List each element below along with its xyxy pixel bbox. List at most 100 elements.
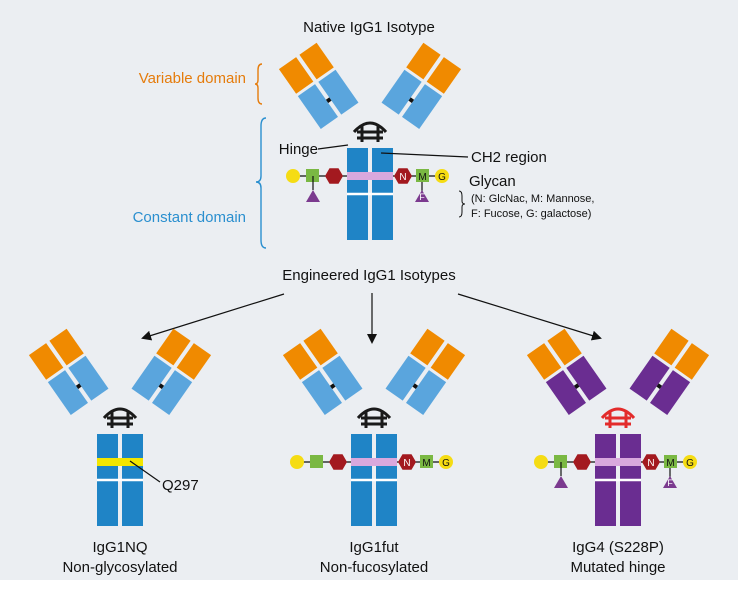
glcnac-left [325, 168, 343, 184]
fucose-right [663, 476, 677, 488]
right-constant-heavy [385, 355, 426, 401]
left-variable-light [547, 328, 582, 366]
glcnac-right [394, 168, 412, 184]
left-constant-heavy [301, 370, 342, 415]
hinge-pointer [317, 144, 349, 150]
right-fab-arm [381, 42, 462, 129]
galactose-right [435, 169, 449, 183]
left-variable-light [303, 328, 338, 366]
q297-mutation-band [97, 458, 143, 466]
right-fab-arm [385, 328, 466, 415]
right-disulfide [408, 97, 415, 103]
left-variable-light [49, 328, 84, 366]
glcnac-right [398, 454, 416, 470]
igg1nq-name: IgG1NQ [92, 539, 147, 556]
galactose-letter: G [686, 458, 694, 469]
galactose-left [286, 169, 300, 183]
left-constant-light [68, 355, 109, 401]
glcnac-letter: N [647, 458, 654, 469]
galactose-letter: G [442, 458, 450, 469]
hinge-arc [352, 121, 388, 134]
hinge-arc [356, 407, 392, 420]
left-variable-heavy [282, 343, 318, 380]
q297-pointer [129, 460, 161, 483]
fucose-left [306, 190, 320, 202]
galactose-right [683, 455, 697, 469]
right-constant-light [406, 370, 447, 415]
left-disulfide [325, 97, 332, 103]
ch2-region-label: CH2 region [471, 149, 547, 166]
mannose-left [306, 169, 319, 182]
fucose-letter: F [419, 192, 425, 202]
right-disulfide [656, 383, 663, 389]
galactose-left [534, 455, 548, 469]
galactose-right [439, 455, 453, 469]
mannose-letter: M [422, 458, 430, 469]
right-variable-light [430, 343, 466, 380]
igg1fut-desc: Non-fucosylated [320, 559, 428, 576]
right-constant-light [152, 370, 193, 415]
right-constant-light [650, 370, 691, 415]
right-constant-heavy [629, 355, 670, 401]
igg1nq-antibody [28, 328, 212, 526]
left-fab-arm [28, 328, 109, 415]
igg4-antibody: N M G F [526, 328, 710, 526]
glycan-chain-left [534, 454, 595, 488]
fc-heavy-chains [351, 434, 397, 526]
mannose-letter: M [666, 458, 674, 469]
glycan-band [351, 458, 397, 466]
right-constant-heavy [381, 69, 422, 115]
glcnac-left [573, 454, 591, 470]
glycan-chain-left [286, 168, 347, 202]
mannose-right [420, 455, 433, 468]
ch2-pointer [380, 152, 469, 158]
fucose-letter: F [667, 478, 673, 488]
variable-domain-brace [254, 63, 263, 105]
glycan-band [347, 172, 393, 180]
igg1nq-desc: Non-glycosylated [62, 559, 177, 576]
right-variable-heavy [410, 328, 445, 366]
mannose-right [416, 169, 429, 182]
left-constant-heavy [545, 370, 586, 415]
right-constant-light [402, 84, 443, 129]
glycan-legend-line-1: (N: GlcNac, M: Mannose, [471, 193, 594, 205]
hinge-arc [600, 407, 636, 420]
left-constant-heavy [297, 84, 338, 129]
hinge [600, 407, 636, 428]
glycan-title: Glycan [469, 173, 516, 190]
right-variable-light [176, 343, 212, 380]
fc-heavy-chains [595, 434, 641, 526]
right-variable-heavy [654, 328, 689, 366]
glycan-legend-brace [458, 190, 466, 218]
glycan-chain-left [290, 454, 351, 470]
left-variable-light [299, 42, 334, 80]
mannose-left [310, 455, 323, 468]
left-disulfide [329, 383, 336, 389]
igg4-desc: Mutated hinge [570, 559, 665, 576]
right-constant-heavy [131, 355, 172, 401]
hinge-arc [102, 407, 138, 420]
right-variable-light [674, 343, 710, 380]
left-constant-heavy [47, 370, 88, 415]
left-disulfide [573, 383, 580, 389]
glcnac-letter: N [403, 458, 410, 469]
left-fab-arm [282, 328, 363, 415]
left-variable-heavy [526, 343, 562, 380]
left-variable-heavy [28, 343, 64, 380]
arrow-to-igg1nq [141, 293, 285, 341]
hinge [352, 121, 388, 142]
glycan-band [595, 458, 641, 466]
right-fab-arm [629, 328, 710, 415]
q297-label: Q297 [162, 477, 199, 494]
hinge-label: Hinge [279, 141, 318, 158]
igg4-name: IgG4 (S228P) [572, 539, 664, 556]
right-variable-heavy [156, 328, 191, 366]
right-variable-heavy [406, 42, 441, 80]
right-variable-light [426, 57, 462, 94]
left-constant-light [322, 355, 363, 401]
left-fab-arm [526, 328, 607, 415]
